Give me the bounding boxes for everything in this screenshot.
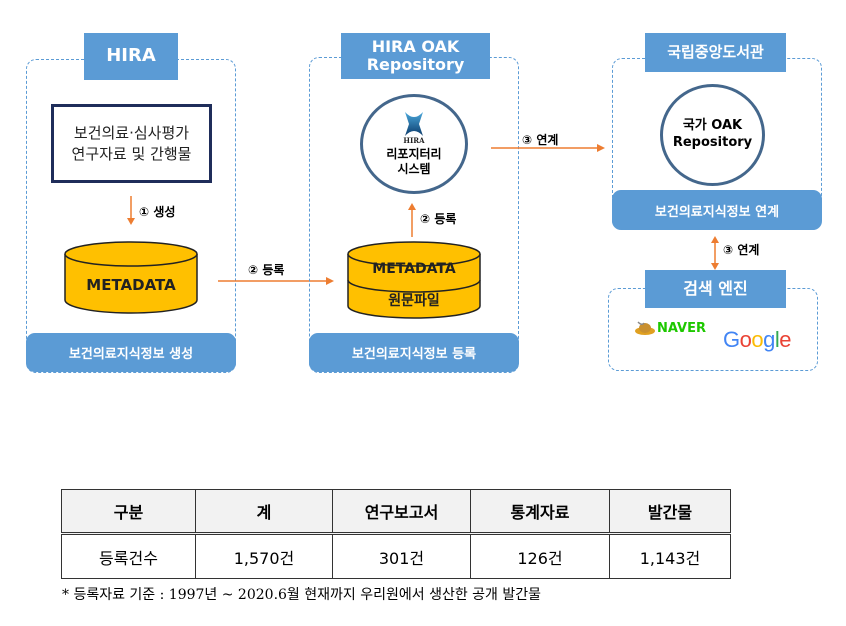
national-oak-line-2: Repository [672,135,753,150]
arrow-generate [127,196,135,225]
step-generate-label: ① 생성 [139,205,176,219]
arrow-register-up [408,203,416,237]
naver-logo: NAVER [634,320,706,336]
cell-total: 1,570건 [195,533,333,579]
hira-logo-text: HIRA [403,136,425,146]
header-category: 구분 [61,489,196,535]
repo-circle-line-1: 리포지터리 [386,147,442,162]
header-total: 계 [195,489,333,535]
cell-statistics: 126건 [470,533,610,579]
hira-title: HIRA [84,33,178,80]
oak-title-line-1: HIRA OAK [371,36,460,56]
naver-hat-icon [635,321,655,335]
oak-title: HIRA OAK Repository [341,33,490,79]
table-header-row: 구분 계 연구보고서 통계자료 발간물 [61,489,731,535]
national-library-title: 국립중앙도서관 [645,33,786,72]
db-metadata-label: METADATA [372,261,456,277]
repo-circle-line-2: 시스템 [397,161,431,176]
hira-footer: 보건의료지식정보 생성 [26,333,236,372]
source-line-1: 보건의료·심사평가 [73,124,190,143]
header-publications: 발간물 [609,489,731,535]
arrow-link-bidirectional [711,236,719,270]
hira-logo-icon [405,112,423,137]
national-oak-circle: 국가 OAK Repository [660,84,765,186]
naver-logo-text: NAVER [657,320,707,336]
register-arrow-label: ② 등록 [248,263,285,277]
arrow-link-right [491,144,605,152]
oak-title-line-2: Repository [366,55,465,74]
metadata-db-icon [64,241,198,314]
link-down-label: ③ 연계 [723,243,760,257]
cell-row-label: 등록건수 [61,533,196,579]
header-statistics: 통계자료 [470,489,610,535]
header-research-reports: 연구보고서 [332,489,471,535]
step-register-label: ② 등록 [420,212,457,226]
table-row: 등록건수 1,570건 301건 126건 1,143건 [61,533,731,579]
registration-stats-table: 구분 계 연구보고서 통계자료 발간물 등록건수 1,570건 301건 126… [61,489,731,579]
cell-publications: 1,143건 [609,533,731,579]
db-fulltext-label: 원문파일 [388,293,440,309]
repository-system-circle: HIRA 리포지터리 시스템 [360,94,468,194]
source-material-box: 보건의료·심사평가 연구자료 및 간행물 [51,104,212,183]
oak-footer: 보건의료지식정보 등록 [309,333,519,372]
metadata-db-label: METADATA [86,276,176,294]
national-oak-line-1: 국가 OAK [682,118,743,134]
metadata-fulltext-db-icon [347,241,481,319]
footnote: * 등록자료 기준 : 1997년 ~ 2020.6월 현재까지 우리원에서 생… [62,587,542,603]
source-line-2: 연구자료 및 간행물 [71,144,192,163]
national-library-footer: 보건의료지식정보 연계 [612,190,822,230]
google-logo: Google [723,327,792,352]
link-right-label: ③ 연계 [522,133,559,147]
cell-research-reports: 301건 [332,533,471,579]
search-engine-title: 검색 엔진 [645,270,786,308]
